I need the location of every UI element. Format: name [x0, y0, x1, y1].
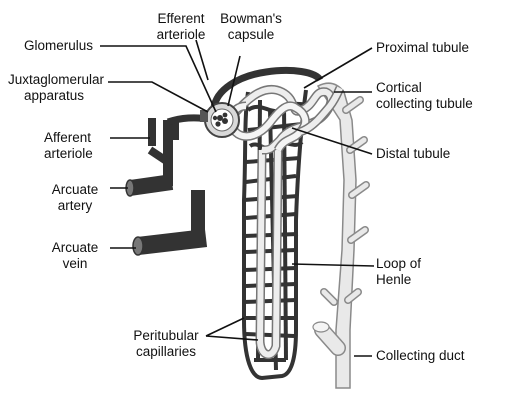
label-arcuate-artery-line1: Arcuate: [42, 182, 108, 198]
label-afferent-arteriole-line2: arteriole: [44, 146, 93, 162]
label-loop-of-henle-line2: Henle: [376, 272, 421, 288]
arcuate-vein: [133, 190, 206, 255]
label-juxtaglomerular-line2: apparatus: [8, 88, 104, 104]
label-arcuate-artery: Arcuate artery: [42, 182, 108, 214]
label-arcuate-vein-line2: vein: [42, 256, 108, 272]
label-arcuate-vein-line1: Arcuate: [42, 240, 108, 256]
label-loop-of-henle-line1: Loop of: [376, 256, 421, 272]
label-proximal-tubule: Proximal tubule: [376, 40, 469, 56]
label-afferent-arteriole: Afferent arteriole: [44, 130, 93, 162]
label-efferent-arteriole-line1: Efferent: [146, 11, 216, 27]
label-juxtaglomerular-apparatus: Juxtaglomerular apparatus: [8, 72, 104, 104]
arcuate-artery: [126, 118, 176, 196]
label-cortical-collecting-line1: Cortical: [376, 80, 473, 96]
label-peritubular-line2: capillaries: [124, 344, 208, 360]
label-bowmans-capsule: Bowman's capsule: [213, 11, 289, 43]
label-efferent-arteriole: Efferent arteriole: [146, 11, 216, 43]
label-arcuate-vein: Arcuate vein: [42, 240, 108, 272]
label-efferent-arteriole-line2: arteriole: [146, 27, 216, 43]
label-cortical-collecting-tubule: Cortical collecting tubule: [376, 80, 473, 112]
label-glomerulus: Glomerulus: [24, 38, 93, 54]
label-bowmans-capsule-line2: capsule: [213, 27, 289, 43]
label-bowmans-capsule-line1: Bowman's: [213, 11, 289, 27]
label-distal-tubule: Distal tubule: [376, 146, 450, 162]
label-loop-of-henle: Loop of Henle: [376, 256, 421, 288]
label-afferent-arteriole-line1: Afferent: [44, 130, 93, 146]
label-collecting-duct: Collecting duct: [376, 348, 465, 364]
label-arcuate-artery-line2: artery: [42, 198, 108, 214]
label-peritubular-line1: Peritubular: [124, 328, 208, 344]
label-juxtaglomerular-line1: Juxtaglomerular: [8, 72, 104, 88]
label-cortical-collecting-line2: collecting tubule: [376, 96, 473, 112]
label-peritubular-capillaries: Peritubular capillaries: [124, 328, 208, 360]
collecting-duct: [313, 83, 366, 388]
